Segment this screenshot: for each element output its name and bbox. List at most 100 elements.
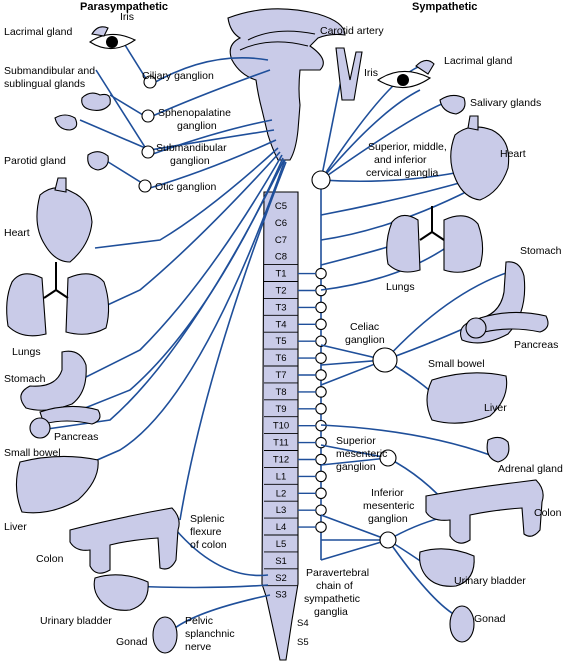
otic-ganglion-node <box>138 179 152 193</box>
organ-gonad-right <box>449 605 475 643</box>
label-lacrimal-gland-left: Lacrimal gland <box>4 26 72 38</box>
label-iris-left: Iris <box>120 11 134 23</box>
sphenopalatine-ganglion-node <box>141 109 155 123</box>
organ-submandibular-glands <box>81 92 111 111</box>
prevertebral-ganglia <box>311 170 398 549</box>
label-submandibular-ganglion-1: Submandibular <box>156 142 227 154</box>
label-otic-ganglion: Otic ganglion <box>155 181 216 193</box>
organ-heart-left <box>36 177 93 263</box>
segment-label-t6: T6 <box>275 353 286 364</box>
organ-gonad-left <box>152 616 178 654</box>
cervical-ganglia-node <box>311 170 331 190</box>
chain-ganglion-t6 <box>315 352 327 364</box>
ciliary-ganglion-node <box>143 75 157 89</box>
label-heart-right: Heart <box>500 148 526 160</box>
segment-label-t9: T9 <box>275 404 286 415</box>
label-superior-mes-1: Superior <box>336 435 376 447</box>
label-parotid-gland: Parotid gland <box>4 155 66 167</box>
label-adrenal-gland: Adrenal gland <box>498 463 563 475</box>
organ-carotid-artery <box>335 47 363 101</box>
label-paravertebral-2: chain of <box>316 580 353 592</box>
spinal-cord <box>261 191 299 661</box>
label-inferior-mes-1: Inferior <box>371 487 404 499</box>
chain-ganglion-t4 <box>315 318 327 331</box>
organ-eye-left <box>89 26 137 50</box>
segment-label-t1: T1 <box>275 269 286 280</box>
label-gonad-right: Gonad <box>474 613 506 625</box>
segment-label-t11: T11 <box>273 438 289 449</box>
segment-label-l2: L2 <box>276 488 287 499</box>
segment-label-s3: S3 <box>275 590 287 601</box>
segment-label-t8: T8 <box>275 387 286 398</box>
parasympathetic-ganglia <box>138 75 157 193</box>
label-pelvic-3: nerve <box>185 641 211 653</box>
label-inferior-mes-2: mesenteric <box>363 500 414 512</box>
label-splenic-1: Splenic <box>190 513 224 525</box>
organ-bladder-right <box>419 548 475 587</box>
header-sympathetic: Sympathetic <box>412 1 477 13</box>
label-stomach-right: Stomach <box>520 245 562 257</box>
label-ciliary-ganglion: Ciliary ganglion <box>142 70 214 82</box>
label-cervical-1: Superior, middle, <box>368 141 447 153</box>
segment-label-c6: C6 <box>275 218 287 229</box>
segment-label-t7: T7 <box>275 370 286 381</box>
inferior-mesenteric-ganglion-node <box>379 531 397 549</box>
chain-ganglion-t8 <box>315 386 327 398</box>
spine-segment-dividers <box>264 264 298 587</box>
segment-label-t3: T3 <box>275 302 286 313</box>
label-lacrimal-gland-right: Lacrimal gland <box>444 55 512 67</box>
label-splenic-3: of colon <box>190 539 227 551</box>
label-cervical-3: cervical ganglia <box>366 167 439 179</box>
chain-ganglion-t9 <box>315 403 327 415</box>
segment-label-t10: T10 <box>273 421 289 432</box>
label-pancreas-left: Pancreas <box>54 431 98 443</box>
label-celiac-1: Celiac <box>350 321 379 333</box>
segment-label-s4: S4 <box>297 618 309 629</box>
label-submandibular-ganglion-2: ganglion <box>170 155 210 167</box>
chain-ganglion-l4 <box>315 521 327 533</box>
label-splenic-2: flexure <box>190 526 222 538</box>
segment-label-l1: L1 <box>276 471 287 482</box>
label-paravertebral-4: ganglia <box>314 606 348 618</box>
label-salivary-glands: Salivary glands <box>470 97 541 109</box>
organ-small-bowel-left <box>29 417 51 439</box>
chain-ganglion-t7 <box>315 369 327 381</box>
chain-ganglion-l3 <box>315 504 327 516</box>
label-stomach-left: Stomach <box>4 373 46 385</box>
organ-sublingual-gland-small <box>54 114 78 131</box>
organ-pancreas-right <box>479 311 549 333</box>
label-liver-left: Liver <box>4 521 27 533</box>
spine-segment-labels: C5C6C7C8T1T2T3T4T5T6T7T8T9T10T11T12L1L2L… <box>273 201 289 601</box>
label-sphenopalatine-1: Sphenopalatine <box>158 107 231 119</box>
paravertebral-ganglia <box>298 267 327 533</box>
segment-label-s1: S1 <box>275 556 287 567</box>
segment-label-c8: C8 <box>275 252 287 263</box>
organ-bladder-left <box>93 574 149 611</box>
label-submandibular-sublingual-1: Submandibular and <box>4 65 95 77</box>
segment-label-l4: L4 <box>276 522 287 533</box>
header-parasympathetic: Parasympathetic <box>80 1 168 13</box>
segment-label-c5: C5 <box>275 201 287 212</box>
organ-lungs-right <box>386 206 484 273</box>
chain-ganglion-t12 <box>315 453 327 466</box>
label-pelvic-2: splanchnic <box>185 628 235 640</box>
chain-ganglion-t3 <box>315 301 327 314</box>
organ-adrenal-gland <box>486 436 510 463</box>
organ-eye-right <box>376 59 435 89</box>
label-small-bowel-right: Small bowel <box>428 358 485 370</box>
label-gonad-left: Gonad <box>116 636 148 648</box>
label-paravertebral-3: sympathetic <box>304 593 360 605</box>
chain-ganglion-t2 <box>315 284 327 297</box>
organ-salivary-glands <box>439 94 466 115</box>
segment-label-t5: T5 <box>275 336 286 347</box>
submandibular-ganglion-node <box>141 145 155 159</box>
label-urinary-bladder-right: Urinary bladder <box>454 575 526 587</box>
chain-ganglion-t5 <box>315 335 327 347</box>
label-iris-right: Iris <box>364 67 378 79</box>
organ-colon-left <box>69 507 180 574</box>
label-superior-mes-2: mesenteric <box>336 448 387 460</box>
label-liver-right: Liver <box>484 402 507 414</box>
label-colon-right: Colon <box>534 507 562 519</box>
